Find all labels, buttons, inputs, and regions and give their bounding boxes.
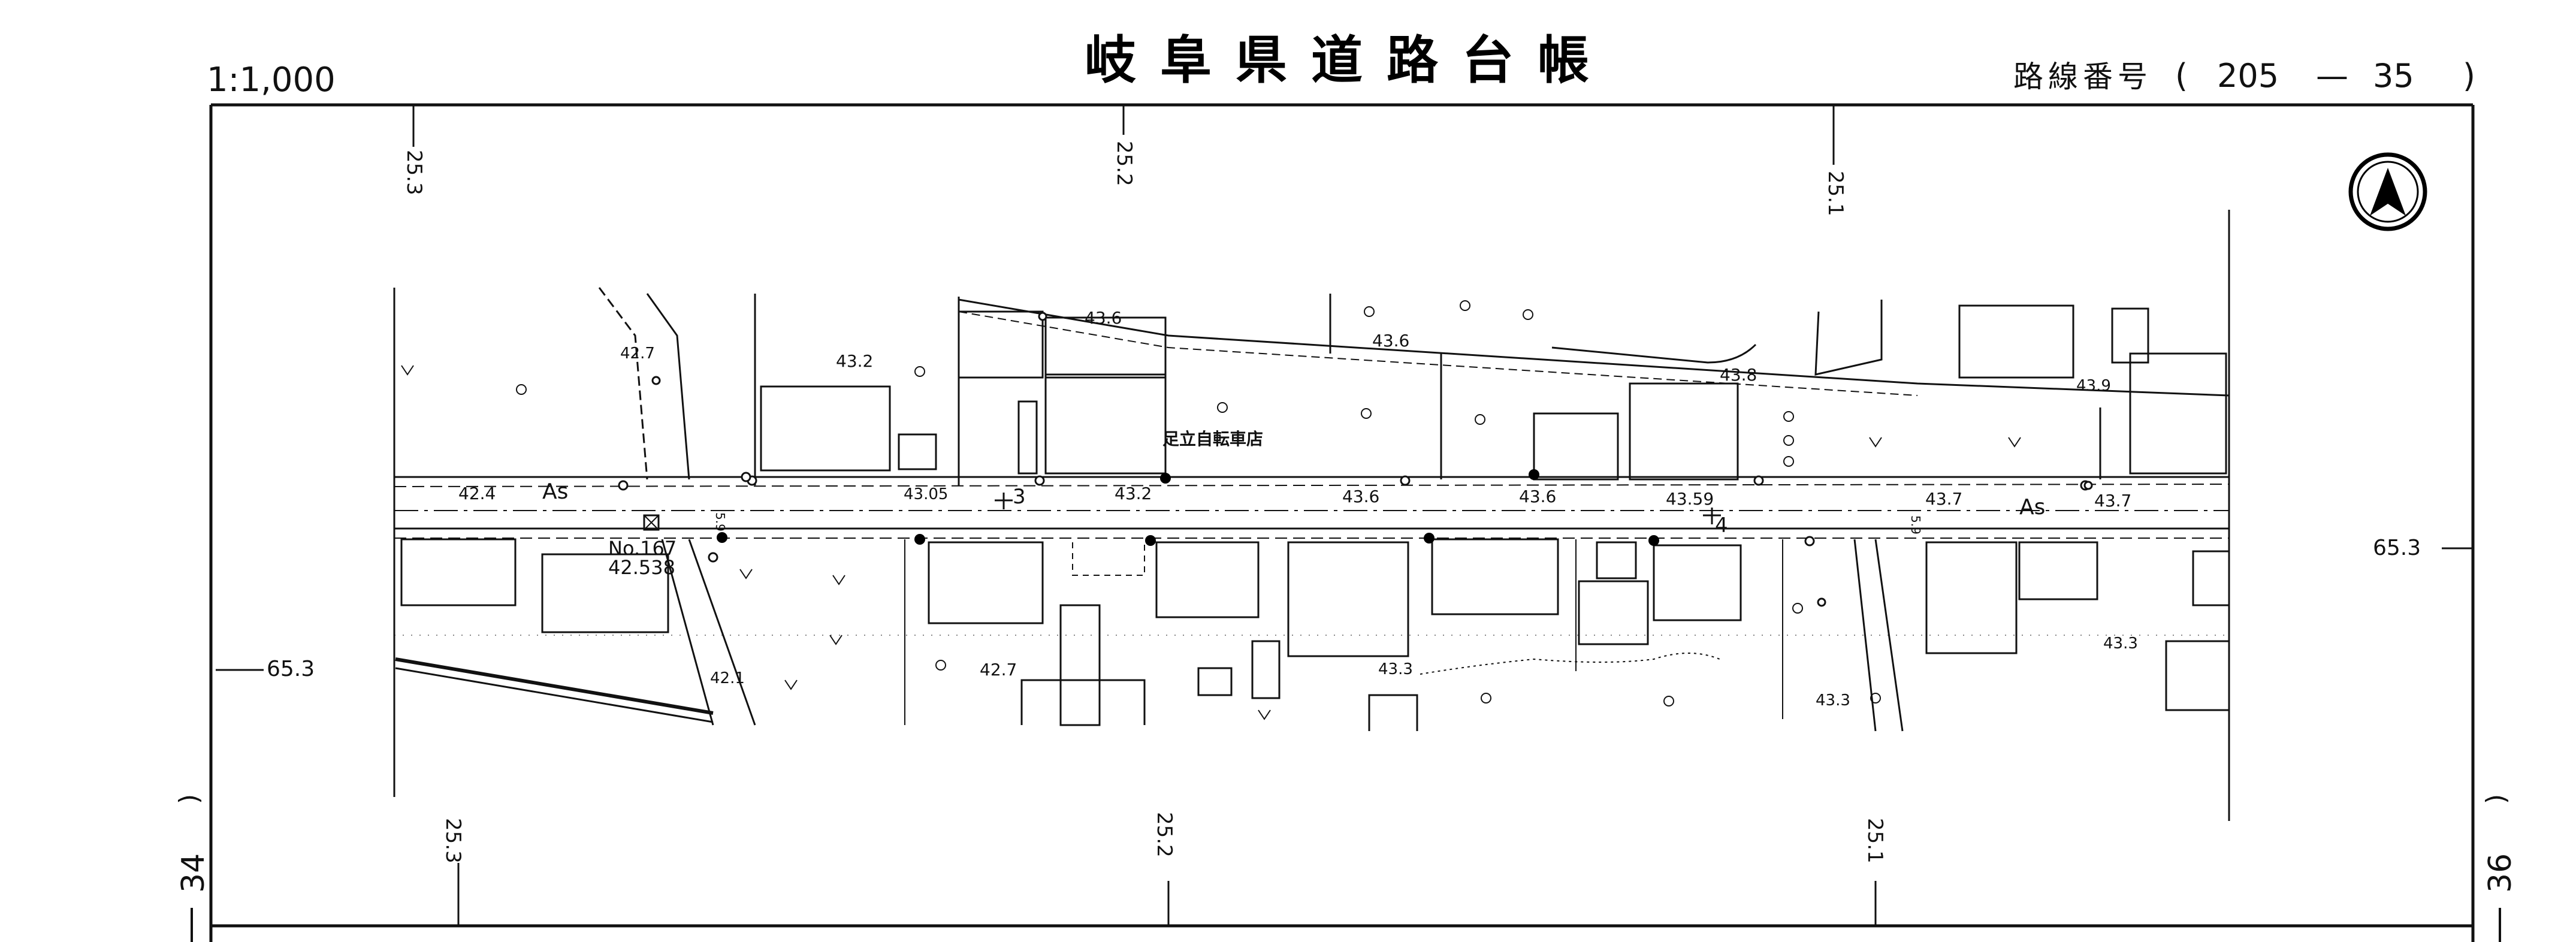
- elevation-label: 43.3: [2103, 635, 2138, 653]
- grid-top-label: 25.1: [1823, 171, 1847, 216]
- station-label: 4: [1715, 514, 1728, 538]
- elevation-label: 43.59: [1666, 489, 1714, 509]
- elevation-label: 43.3: [1378, 660, 1413, 678]
- station-label: 3: [1013, 485, 1026, 509]
- elevation-label: 43.9: [2076, 377, 2111, 395]
- grid-sides: 65.3 65.3: [216, 536, 2473, 681]
- route-number-a: 205: [2217, 57, 2279, 95]
- route-number: 路線番号 ( 205 — 35 ): [2013, 57, 2475, 95]
- grid-top-label: 25.3: [402, 150, 426, 195]
- grid-bottom-label: 25.2: [1152, 812, 1176, 858]
- map-plan-area: 足立自転車店 As As 3 4 No.167 42.538 5.9 5.9 4…: [393, 210, 2230, 821]
- elevation-label: 43.6: [1519, 487, 1556, 506]
- elevation-label: 43.6: [1342, 487, 1379, 506]
- elevation-label: 42.1: [710, 669, 745, 687]
- sheet-left-number: 34: [176, 853, 212, 893]
- north-arrow-icon: [2348, 152, 2427, 231]
- elevation-label: 43.05: [904, 485, 948, 503]
- grid-left-label: 65.3: [267, 657, 315, 681]
- sheet-right-number: 36: [2483, 853, 2518, 893]
- elevation-label: 43.2: [836, 351, 873, 371]
- map-frame: [209, 103, 2475, 942]
- route-open-paren: (: [2175, 57, 2188, 95]
- sheet-right-paren: ): [2481, 794, 2511, 804]
- elevation-label: 43.3: [1816, 692, 1850, 709]
- elevation-label: 43.6: [1085, 308, 1122, 328]
- route-close-paren: ): [2463, 57, 2475, 95]
- elevation-label: 43.8: [1720, 365, 1757, 385]
- route-number-label: 路線番号: [2013, 59, 2152, 94]
- elevation-label: 42.7: [980, 660, 1017, 680]
- sheet-ref-left: ) 34: [174, 794, 212, 942]
- road-surface-label: As: [2019, 495, 2045, 520]
- route-number-b: 35: [2373, 57, 2414, 95]
- road-width-label: 5.9: [713, 512, 727, 532]
- route-dash: —: [2316, 57, 2348, 95]
- elevation-label: 42.4: [458, 484, 496, 503]
- grid-top-label: 25.2: [1112, 141, 1136, 186]
- benchmark-value: 42.538: [608, 556, 675, 579]
- sheet-ref-right: ) 36: [2481, 794, 2518, 942]
- building-label: 足立自転車店: [1162, 429, 1263, 449]
- sheet-left-paren: ): [174, 794, 204, 804]
- scale-label: 1:1,000: [207, 61, 336, 99]
- road-surface-label: As: [542, 479, 568, 504]
- elevation-label: 43.2: [1115, 484, 1152, 503]
- grid-bottom: 25.3 25.2 25.1: [441, 812, 1887, 926]
- grid-bottom-label: 25.1: [1863, 818, 1887, 864]
- elevation-label: 43.6: [1372, 331, 1409, 351]
- grid-bottom-label: 25.3: [441, 818, 465, 864]
- elevation-label: 42.7: [620, 345, 655, 363]
- grid-right-label: 65.3: [2373, 536, 2421, 560]
- elevation-label: 43.7: [1925, 489, 1962, 509]
- map-title: 岐阜県道路台帳: [1085, 31, 1613, 90]
- benchmark-name: No.167: [608, 537, 677, 560]
- elevation-label: 43.7: [2094, 491, 2131, 511]
- road-width-label: 5.9: [1908, 515, 1923, 535]
- grid-top: 25.3 25.2 25.1: [402, 105, 1847, 216]
- benchmark-icon: [643, 514, 660, 531]
